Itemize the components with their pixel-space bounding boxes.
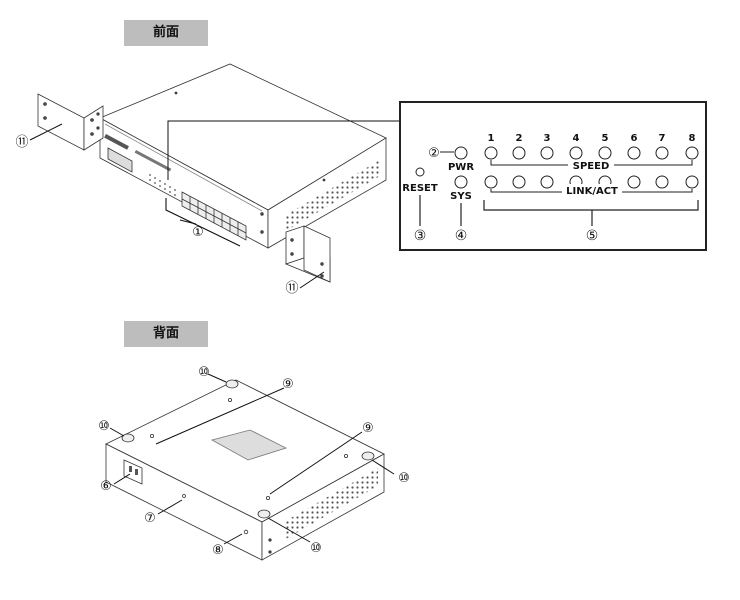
speed-led-2 [512, 146, 526, 160]
callout-9-right: ⑨ [362, 421, 374, 436]
reset-button-indicator [415, 167, 425, 177]
callout-8: ⑧ [212, 543, 224, 558]
callout-10-left: ⑩ [98, 419, 110, 434]
port-number-1: 1 [488, 133, 495, 144]
port-number-3: 3 [544, 133, 551, 144]
link-led-2 [512, 175, 526, 189]
link-led-1 [484, 175, 498, 189]
speed-led-3 [540, 146, 554, 160]
rack-ear-left [37, 93, 104, 151]
ports-bracket [165, 198, 241, 247]
speed-led-7 [655, 146, 669, 160]
speed-led-5 [598, 146, 612, 160]
speed-led-4 [569, 146, 583, 160]
speed-led-1 [484, 146, 498, 160]
port-number-8: 8 [689, 133, 696, 144]
sys-label: SYS [450, 191, 472, 202]
front-switch [99, 63, 387, 249]
port-number-6: 6 [631, 133, 638, 144]
callout-4: ④ [455, 228, 468, 244]
callout-10-top: ⑩ [198, 365, 210, 380]
callout-3: ③ [414, 228, 427, 244]
callout-9-top: ⑨ [282, 377, 294, 392]
port-number-7: 7 [659, 133, 666, 144]
reset-label: RESET [402, 183, 438, 194]
speed-led-8 [685, 146, 699, 160]
callout-10-bottom: ⑩ [310, 541, 322, 556]
link-led-7 [655, 175, 669, 189]
link-act-label: LINK/ACT [566, 186, 618, 197]
back-view-label: 背面 [124, 321, 208, 347]
front-view-label: 前面 [124, 20, 208, 46]
speed-led-6 [627, 146, 641, 160]
port-number-4: 4 [573, 133, 580, 144]
callout-5: ⑤ [586, 228, 599, 244]
front-ports [181, 191, 247, 241]
link-led-3 [540, 175, 554, 189]
callout-11-right: ⑪ [285, 281, 298, 296]
callout-1: ① [192, 225, 204, 240]
link-led-6 [627, 175, 641, 189]
pwr-led [454, 146, 468, 160]
callout-10-right: ⑩ [398, 471, 410, 486]
callout-6: ⑥ [100, 479, 112, 494]
port-number-2: 2 [516, 133, 523, 144]
link-led-8 [685, 175, 699, 189]
led-panel: 1 2 3 4 5 6 7 8 SPEED [399, 101, 707, 251]
callout-7: ⑦ [144, 511, 156, 526]
speed-label: SPEED [573, 161, 610, 172]
sys-led [454, 175, 468, 189]
port-number-5: 5 [602, 133, 609, 144]
back-switch [105, 379, 385, 561]
rack-ear-right [284, 225, 331, 283]
callout-11-left: ⑪ [15, 135, 28, 150]
callout-2: ② [428, 146, 440, 161]
pwr-label: PWR [448, 162, 474, 173]
